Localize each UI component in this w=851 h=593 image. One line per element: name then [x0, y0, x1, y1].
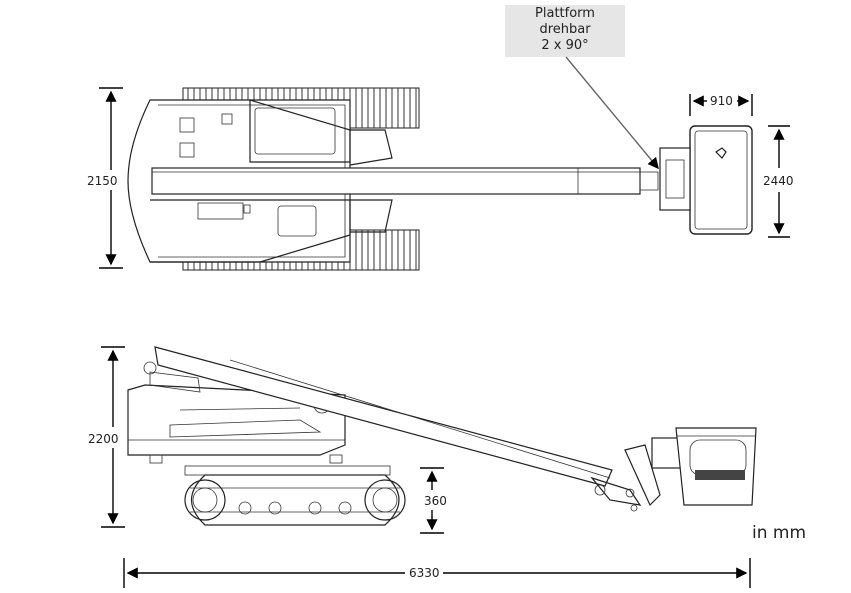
top-view	[127, 87, 753, 271]
side-view	[127, 346, 757, 526]
dim-label-360: 360	[424, 494, 447, 508]
side-chassis	[127, 384, 346, 456]
callout-line-2: drehbar	[539, 22, 591, 37]
dim-label-2150: 2150	[87, 174, 118, 188]
callout-line-1: Plattform	[535, 6, 595, 21]
dim-label-2200: 2200	[88, 432, 119, 446]
callout-leader	[565, 56, 659, 170]
callout-line-3: 2 x 90°	[541, 38, 589, 53]
dimension-2440	[768, 125, 790, 238]
dim-label-910: 910	[710, 94, 733, 108]
dimension-2200	[101, 346, 125, 528]
dimension-2150	[99, 87, 123, 269]
platform-callout-text: Plattform drehbar 2 x 90°	[505, 6, 625, 54]
side-track	[191, 474, 400, 526]
top-platform	[689, 125, 753, 235]
platform-callout-box	[505, 5, 625, 57]
side-boom	[154, 346, 613, 487]
dim-label-6330: 6330	[409, 566, 440, 580]
dimension-6330	[123, 558, 751, 588]
dimension-360	[420, 467, 444, 534]
dimension-910	[689, 94, 753, 116]
units-label: in mm	[752, 523, 806, 543]
side-platform	[675, 427, 757, 506]
dim-label-2440: 2440	[763, 174, 794, 188]
